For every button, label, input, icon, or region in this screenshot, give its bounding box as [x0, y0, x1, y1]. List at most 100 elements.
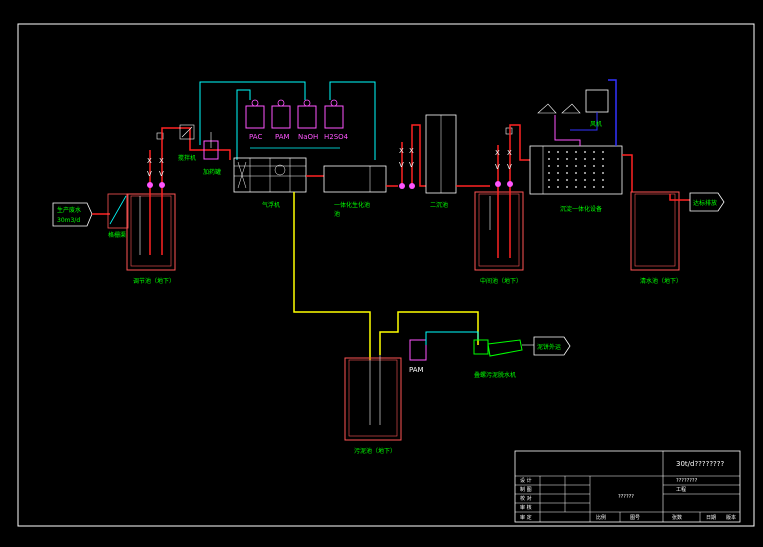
filter-dots [548, 151, 604, 188]
filter-dot [557, 158, 559, 160]
filter-dot [566, 165, 568, 167]
title-block: 30t/d???????? ?????? ???????? 工程 设 计 制 图… [514, 450, 741, 523]
filter-dot [566, 172, 568, 174]
tb-scale: 工程 [676, 486, 686, 493]
filter-dot [557, 165, 559, 167]
svg-text:X: X [409, 147, 414, 155]
svg-text:X: X [399, 147, 404, 155]
svg-text:X: X [507, 149, 512, 157]
air-flotation-machine: 气浮机 [233, 157, 307, 209]
filter-dot [593, 165, 595, 167]
tb-row-3: 校 对 [520, 495, 532, 502]
inflow-label-1: 生产废水 [57, 206, 81, 214]
filter-dot [548, 165, 550, 167]
transfer-pumps-1: X X V V [386, 124, 426, 189]
filter-dot [575, 151, 577, 153]
filter-dot [584, 186, 586, 188]
transfer-pumps-2: X X V V [495, 124, 530, 190]
outflow-label: 达标排放 [693, 199, 717, 207]
filter-dot [593, 151, 595, 153]
tb-row-4: 审 核 [520, 504, 532, 511]
filter-dot [584, 179, 586, 181]
tb-bottom-3: 张数 [672, 514, 682, 521]
svg-text:V: V [399, 161, 404, 169]
filter-dot [575, 165, 577, 167]
filter-dot [548, 179, 550, 181]
air-flotation-label: 气浮机 [262, 201, 280, 209]
filter-dot [593, 172, 595, 174]
tb-row-5: 审 定 [520, 514, 532, 521]
filter-dot [593, 158, 595, 160]
secondary-label: 二沉池 [430, 201, 448, 209]
filter-dot [566, 151, 568, 153]
filter-dot [557, 151, 559, 153]
chem-label-h2so4: H2SO4 [324, 133, 349, 141]
tb-bottom-4: 日期 [706, 515, 716, 521]
clear-water-tank: 清水池（地下） [630, 191, 690, 285]
filter-dot [575, 186, 577, 188]
tb-row-2: 制 图 [520, 486, 532, 493]
sludge-tank: 污泥池（地下） [344, 355, 402, 455]
sludge-lines [293, 192, 479, 360]
filter-dot [548, 158, 550, 160]
filter-dot [602, 172, 604, 174]
bio-tank-label-2: 池 [334, 210, 340, 218]
dosing-tank: 加药罐 [203, 132, 221, 176]
filter-dot [584, 151, 586, 153]
chem-label-pac: PAC [249, 133, 262, 141]
filter-dot [575, 172, 577, 174]
chem-label-naoh: NaOH [298, 133, 318, 141]
filter-dot [566, 158, 568, 160]
filter-dot [593, 186, 595, 188]
filter-dot [575, 179, 577, 181]
filter-dot [557, 179, 559, 181]
filter-dot [548, 172, 550, 174]
pam-dosing: PAM [409, 331, 479, 374]
filter-dot [602, 186, 604, 188]
filter-dot [557, 172, 559, 174]
inflow-label-2: 30m3/d [57, 217, 80, 224]
clear-water-label: 清水池（地下） [640, 277, 682, 285]
tb-bottom-5: 版本 [726, 514, 736, 521]
filter-dot [584, 165, 586, 167]
svg-text:X: X [159, 157, 164, 165]
screen-label: 格栅渠 [108, 231, 126, 239]
bio-tank-label: 一体化生化池 [334, 201, 370, 209]
tb-project: 30t/d???????? [676, 460, 724, 468]
intermediate-label: 中间池（地下） [480, 277, 522, 285]
svg-text:X: X [147, 157, 152, 165]
filter-dot [602, 158, 604, 160]
chem-label-pam: PAM [275, 133, 290, 141]
filter-dot [566, 186, 568, 188]
svg-text:V: V [409, 161, 414, 169]
pam-label: PAM [409, 366, 424, 374]
drawing-frame [17, 23, 755, 527]
cake-arrow: 泥饼外运 [533, 336, 571, 356]
chemical-lines [199, 81, 376, 160]
svg-text:V: V [507, 163, 512, 171]
screen-channel: 格栅渠 [92, 193, 129, 239]
intermediate-tank: 中间池（地下） [474, 190, 524, 285]
svg-text:X: X [495, 149, 500, 157]
filter-dot [584, 172, 586, 174]
filter-dot [548, 151, 550, 153]
sludge-tank-label: 污泥池（地下） [354, 447, 396, 455]
filter-dot [548, 186, 550, 188]
blower-label: 风机 [590, 120, 602, 128]
filter-dot [575, 158, 577, 160]
filter-dot [557, 186, 559, 188]
filter-dot [602, 151, 604, 153]
secondary-clarifier: 二沉池 [425, 114, 490, 209]
tb-bottom-2: 图号 [630, 515, 640, 521]
chemical-tanks: PAC PAM NaOH H2SO4 [245, 99, 349, 141]
filter-dot [584, 158, 586, 160]
svg-text:V: V [495, 163, 500, 171]
outflow-arrow: 达标排放 [689, 192, 725, 212]
filter-label: 沉淀一体化设备 [560, 205, 602, 213]
bio-tank: 一体化生化池 池 [306, 165, 387, 218]
cake-label: 泥饼外运 [537, 343, 561, 351]
dosing-tank-label: 加药罐 [203, 168, 221, 176]
filter-dot [602, 179, 604, 181]
tb-company: ???????? [676, 478, 698, 484]
filter-dot [602, 165, 604, 167]
